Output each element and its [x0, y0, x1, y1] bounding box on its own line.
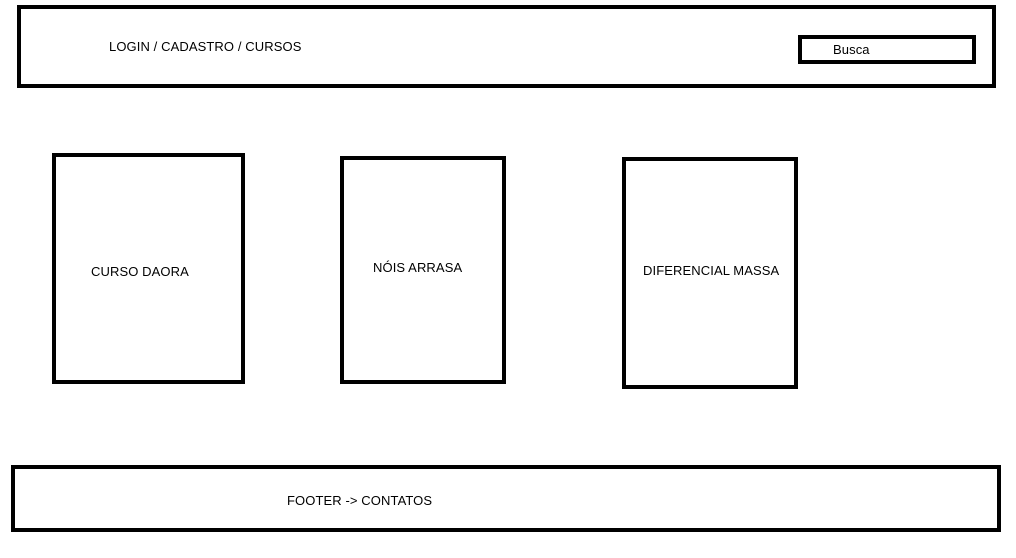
nav-links[interactable]: LOGIN / CADASTRO / CURSOS [109, 39, 302, 54]
card-label: NÓIS ARRASA [373, 260, 463, 275]
footer-contacts-label[interactable]: FOOTER -> CONTATOS [287, 493, 433, 508]
search-placeholder: Busca [833, 42, 870, 57]
card-diferencial-massa[interactable]: DIFERENCIAL MASSA [622, 157, 798, 389]
card-label: DIFERENCIAL MASSA [643, 263, 780, 278]
card-curso-daora[interactable]: CURSO DAORA [52, 153, 245, 384]
card-nois-arrasa[interactable]: NÓIS ARRASA [340, 156, 506, 384]
card-label: CURSO DAORA [91, 264, 189, 279]
header: LOGIN / CADASTRO / CURSOS Busca [17, 5, 996, 88]
footer: FOOTER -> CONTATOS [11, 465, 1001, 532]
search-input[interactable]: Busca [798, 35, 976, 64]
